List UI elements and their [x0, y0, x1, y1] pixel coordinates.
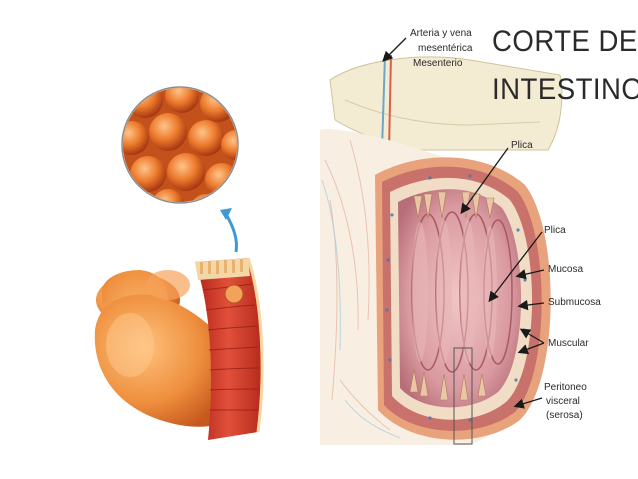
label-mucosa: Mucosa: [548, 264, 584, 275]
label-peritoneo-line3: (serosa): [546, 410, 583, 421]
intestine-wall-section: [320, 129, 551, 445]
label-arteria-line2: mesentérica: [418, 43, 473, 54]
zoom-arrow-icon: [220, 208, 238, 253]
villi-bottom: [409, 369, 487, 401]
label-mesenterio: Mesenterio: [413, 58, 463, 69]
title-line-1: CORTE DE: [492, 25, 638, 58]
villi-zoom-circle: [121, 86, 239, 204]
title-line-2: INTESTINO: [492, 73, 638, 106]
label-muscular: Muscular: [548, 338, 589, 349]
label-peritoneo-line1: Peritoneo: [544, 382, 587, 393]
intestine-tube: [94, 257, 264, 440]
label-arteria-line1: Arteria y vena: [410, 28, 472, 39]
villi-top: [413, 191, 495, 219]
label-plica-top: Plica: [511, 140, 533, 151]
villi-cluster: [123, 88, 237, 202]
leader-lines: [382, 37, 545, 409]
highlight-box: [453, 347, 473, 445]
label-peritoneo-line2: visceral: [546, 396, 580, 407]
label-submucosa: Submucosa: [548, 297, 601, 308]
label-plica-right: Plica: [544, 225, 566, 236]
